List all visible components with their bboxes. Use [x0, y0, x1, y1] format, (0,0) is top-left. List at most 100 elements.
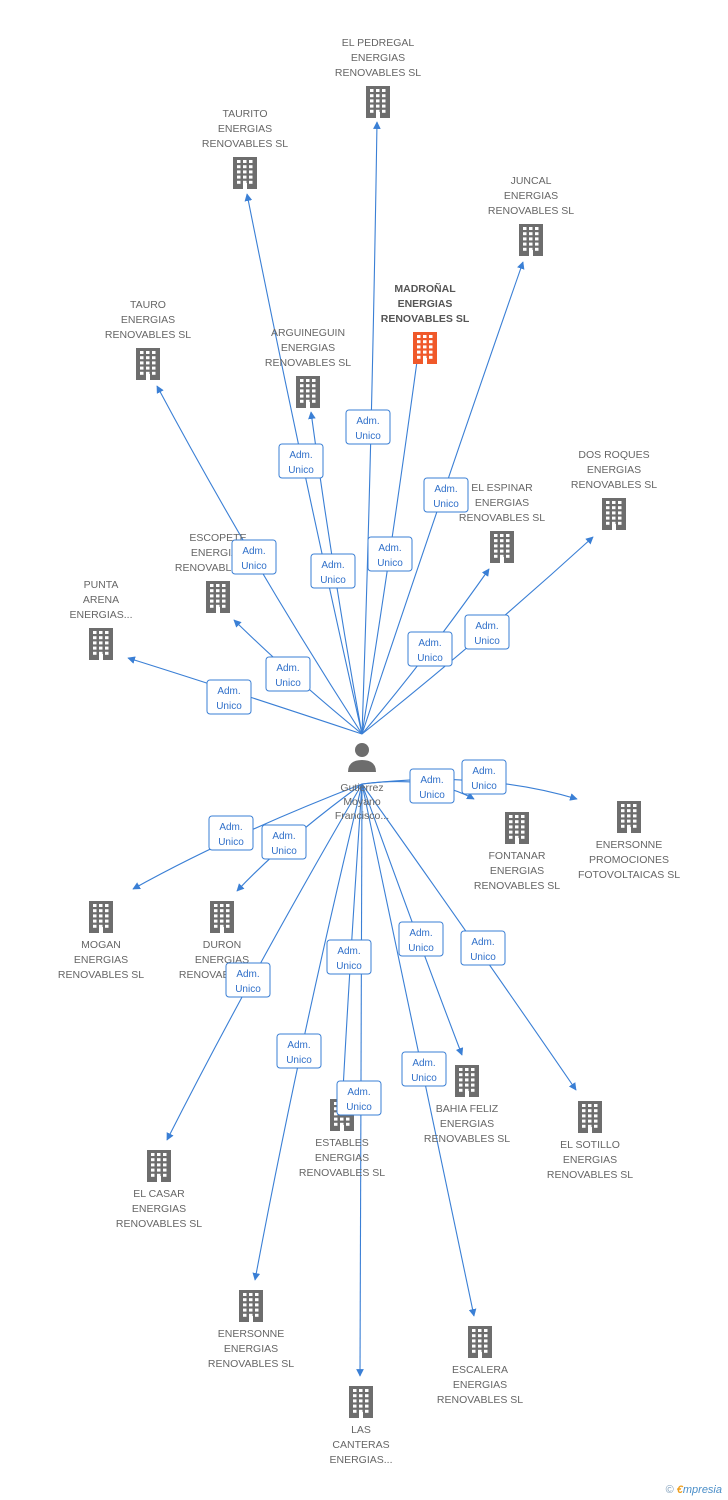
company-name-line: RENOVABLES SL [381, 313, 470, 325]
role-badge-dos-roques[interactable]: Adm.Unico [464, 614, 510, 650]
role-badge-el-sotillo[interactable]: Adm.Unico [460, 930, 506, 966]
role-badge-enersonne-promociones[interactable]: Adm.Unico [461, 759, 507, 795]
company-name-line: RENOVABLES SL [571, 479, 657, 491]
company-name-line: RENOVABLES SL [208, 1358, 294, 1370]
company-name-line: MADROÑAL [394, 282, 456, 295]
building-icon [210, 901, 234, 933]
role-badge-box [401, 1051, 447, 1087]
company-node-las-canteras[interactable]: LASCANTERASENERGIAS... [329, 1386, 393, 1466]
company-name-line: ENERGIAS [74, 954, 128, 966]
company-name-line: RENOVABLES SL [459, 512, 545, 524]
role-badge-box [367, 536, 413, 572]
copyright-symbol: © [665, 1484, 674, 1496]
company-node-madronal[interactable]: MADROÑAL ENERGIAS RENOVABLES SL [381, 282, 470, 364]
person-icon [348, 743, 376, 772]
building-icon [349, 1386, 373, 1418]
company-node-punta-arena[interactable]: PUNTAARENAENERGIAS... [69, 579, 133, 660]
role-badge-mogan[interactable]: Adm.Unico [208, 815, 254, 851]
role-line-2: Unico [275, 678, 301, 689]
role-badge-box [460, 930, 506, 966]
role-badge-juncal[interactable]: Adm.Unico [423, 477, 469, 513]
company-name-line: EL ESPINAR [471, 482, 533, 494]
role-badge-arguineguin[interactable]: Adm.Unico [310, 553, 356, 589]
building-icon [89, 901, 113, 933]
role-badge-enersonne-energias[interactable]: Adm.Unico [276, 1033, 322, 1069]
company-name-line: ENERSONNE [596, 839, 663, 851]
role-badge-escopete[interactable]: Adm.Unico [265, 656, 311, 692]
role-badge-estables[interactable]: Adm.Unico [326, 939, 372, 975]
role-line-2: Unico [411, 1073, 437, 1084]
building-icon [89, 628, 113, 660]
role-badge-duron[interactable]: Adm.Unico [261, 824, 307, 860]
building-icon [505, 812, 529, 844]
role-line-1: Adm. [434, 484, 457, 495]
role-badge-taurito[interactable]: Adm.Unico [278, 443, 324, 479]
company-name-line: DOS ROQUES [578, 449, 649, 461]
role-badge-bahia-feliz[interactable]: Adm.Unico [398, 921, 444, 957]
company-name-line: RENOVABLES SL [335, 67, 421, 79]
role-badge-box [206, 679, 252, 715]
company-name-line: ESCALERA [452, 1364, 508, 1376]
role-badge-box [461, 759, 507, 795]
role-line-1: Adm. [356, 416, 379, 427]
company-name-line: RENOVABLES SL [299, 1167, 385, 1179]
building-icon [578, 1101, 602, 1133]
role-badge-el-pedregal[interactable]: Adm.Unico [345, 409, 391, 445]
footer-brand[interactable]: © €mpresia [666, 1484, 722, 1496]
role-badge-escalera[interactable]: Adm.Unico [401, 1051, 447, 1087]
role-badge-las-canteras[interactable]: Adm.Unico [336, 1080, 382, 1116]
company-name-line: ARENA [83, 594, 119, 606]
building-icon [147, 1150, 171, 1182]
role-line-1: Adm. [321, 560, 344, 571]
building-icon [233, 157, 257, 189]
role-badge-madronal[interactable]: Adm.Unico [367, 536, 413, 572]
company-name-line: PUNTA [84, 579, 119, 591]
company-name-line: MOGAN [81, 939, 121, 951]
role-badge-tauro[interactable]: Adm.Unico [231, 539, 277, 575]
center-person-node[interactable]: GutierrezMoyanoFrancisco... [335, 743, 389, 822]
company-name-line: ENERGIAS [398, 298, 453, 310]
role-line-2: Unico [241, 561, 267, 572]
role-line-1: Adm. [236, 969, 259, 980]
role-line-2: Unico [336, 961, 362, 972]
company-name-line: FOTOVOLTAICAS SL [578, 869, 680, 881]
role-line-1: Adm. [420, 775, 443, 786]
company-name-line: ENERGIAS [315, 1152, 369, 1164]
role-badge-el-casar[interactable]: Adm. Unico [225, 962, 271, 998]
edge-las-canteras [356, 783, 364, 1377]
company-name-line: ENERGIAS [121, 314, 175, 326]
role-badge-box [423, 477, 469, 513]
company-name-line: ENERGIAS [563, 1154, 617, 1166]
role-badge-el-espinar[interactable]: Adm.Unico [407, 631, 453, 667]
company-node-enersonne-promociones[interactable]: ENERSONNE PROMOCIONES FOTOVOLTAICAS SL [578, 801, 680, 881]
role-line-2: Unico [288, 465, 314, 476]
person-name-line: Francisco... [335, 810, 389, 822]
company-name-line: JUNCAL [511, 175, 552, 187]
brand-logo-e: € [676, 1484, 683, 1496]
role-line-2: Unico [470, 952, 496, 963]
role-line-2: Unico [218, 837, 244, 848]
role-badge-punta-arena[interactable]: Adm.Unico [206, 679, 252, 715]
company-name-line: CANTERAS [332, 1439, 389, 1451]
company-name-line: PROMOCIONES [589, 854, 669, 866]
role-badge-fontanar[interactable]: Adm.Unico [409, 768, 455, 804]
role-line-2: Unico [235, 984, 261, 995]
company-name-line: ARGUINEGUIN [271, 327, 345, 339]
person-name-line: Gutierrez [340, 782, 383, 794]
company-name-line: ESTABLES [315, 1137, 369, 1149]
